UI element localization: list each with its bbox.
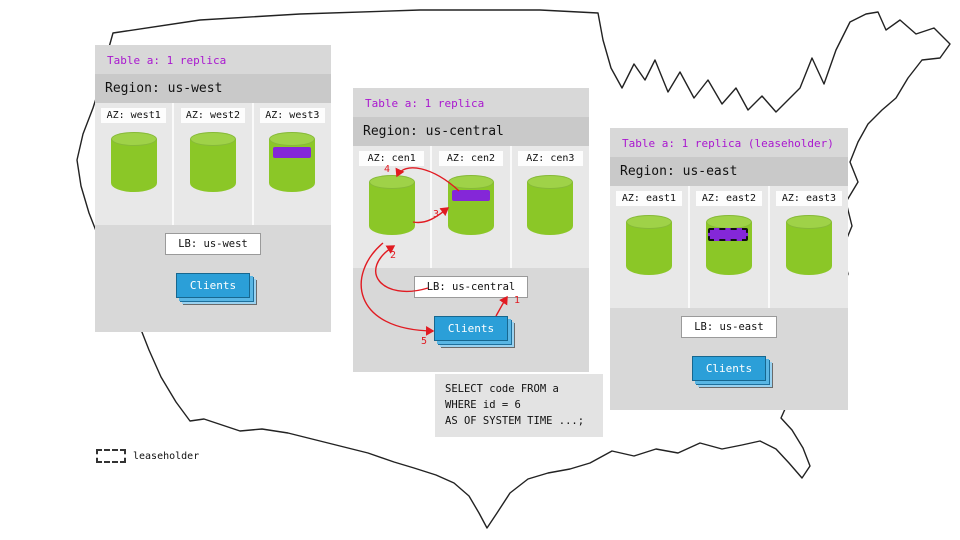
db-cylinder-with-replica <box>447 175 494 235</box>
sql-line: SELECT code FROM a <box>445 383 559 395</box>
clients-box: Clients <box>433 316 509 341</box>
az-label: AZ: east3 <box>776 191 842 206</box>
db-cylinder-top <box>786 215 832 229</box>
leaseholder-band <box>708 228 748 241</box>
region-panel-us-east: Table a: 1 replica (leaseholder) Region:… <box>610 128 848 410</box>
az-column-west1: AZ: west1 <box>95 103 173 225</box>
db-cylinder <box>527 175 574 235</box>
az-column-west3: AZ: west3 <box>253 103 331 225</box>
az-column-east1: AZ: east1 <box>610 186 688 308</box>
az-label: AZ: cen1 <box>359 151 425 166</box>
db-cylinder-body <box>626 222 672 275</box>
az-column-east2: AZ: east2 <box>690 186 768 308</box>
db-cylinder <box>626 215 672 275</box>
db-cylinder-body <box>368 182 415 235</box>
sql-line: WHERE id = 6 <box>445 398 521 411</box>
legend: leaseholder <box>96 449 199 463</box>
db-cylinder <box>786 215 832 275</box>
db-cylinder-body <box>189 139 236 192</box>
az-label: AZ: cen2 <box>438 151 504 166</box>
az-label: AZ: west2 <box>180 108 246 123</box>
db-cylinder-top <box>368 175 415 189</box>
table-replica-label: Table a: 1 replica <box>107 54 227 67</box>
db-cylinder-gateway <box>368 175 415 235</box>
az-row: AZ: cen1 AZ: cen2 AZ: cen3 <box>353 146 589 268</box>
db-cylinder <box>110 132 157 192</box>
db-cylinder-top <box>527 175 574 189</box>
region-panel-us-central: Table a: 1 replica Region: us-central AZ… <box>353 88 589 372</box>
clients-box: Clients <box>691 356 767 381</box>
region-title: Region: us-east <box>610 157 848 186</box>
db-cylinder-top <box>706 215 752 229</box>
az-label: AZ: west3 <box>259 108 325 123</box>
az-label: AZ: west1 <box>101 108 167 123</box>
leaseholder-dashed-swatch <box>96 449 126 463</box>
load-balancer-box: LB: us-central <box>413 276 529 298</box>
region-panel-us-west: Table a: 1 replica Region: us-west AZ: w… <box>95 45 331 332</box>
db-cylinder-top <box>447 175 494 189</box>
db-cylinder-body <box>110 139 157 192</box>
db-cylinder-top <box>110 132 157 146</box>
db-cylinder-top <box>269 132 316 146</box>
table-replica-label: Table a: 1 replica (leaseholder) <box>622 137 834 150</box>
az-label: AZ: cen3 <box>517 151 583 166</box>
sql-line: AS OF SYSTEM TIME ...; <box>445 414 585 427</box>
region-title: Region: us-central <box>353 117 589 146</box>
db-cylinder-with-leaseholder <box>706 215 752 275</box>
az-column-cen2: AZ: cen2 <box>432 146 510 268</box>
clients-box: Clients <box>175 273 251 298</box>
db-cylinder-body <box>786 222 832 275</box>
flow-step-2: 2 <box>390 250 397 261</box>
az-column-east3: AZ: east3 <box>770 186 848 308</box>
replica-band <box>273 147 312 158</box>
load-balancer-box: LB: us-west <box>165 233 261 255</box>
sql-query-note: SELECT code FROM a WHERE id = 6 AS OF SY… <box>435 374 603 438</box>
db-cylinder <box>189 132 236 192</box>
flow-step-3: 3 <box>433 209 440 220</box>
db-cylinder-top <box>626 215 672 229</box>
db-cylinder-top <box>189 132 236 146</box>
flow-step-5: 5 <box>421 336 428 347</box>
az-label: AZ: east2 <box>696 191 762 206</box>
replica-band <box>451 190 490 201</box>
load-balancer-box: LB: us-east <box>681 316 777 338</box>
az-row: AZ: east1 AZ: east2 AZ: east3 <box>610 186 848 308</box>
legend-label: leaseholder <box>133 450 200 462</box>
az-row: AZ: west1 AZ: west2 AZ: west3 <box>95 103 331 225</box>
az-label: AZ: east1 <box>616 191 682 206</box>
db-cylinder-with-replica <box>269 132 316 192</box>
flow-step-1: 1 <box>514 295 521 306</box>
table-replica-label: Table a: 1 replica <box>365 97 485 110</box>
flow-step-4: 4 <box>384 164 391 175</box>
region-title: Region: us-west <box>95 74 331 103</box>
az-column-cen3: AZ: cen3 <box>511 146 589 268</box>
az-column-west2: AZ: west2 <box>174 103 252 225</box>
db-cylinder-body <box>527 182 574 235</box>
